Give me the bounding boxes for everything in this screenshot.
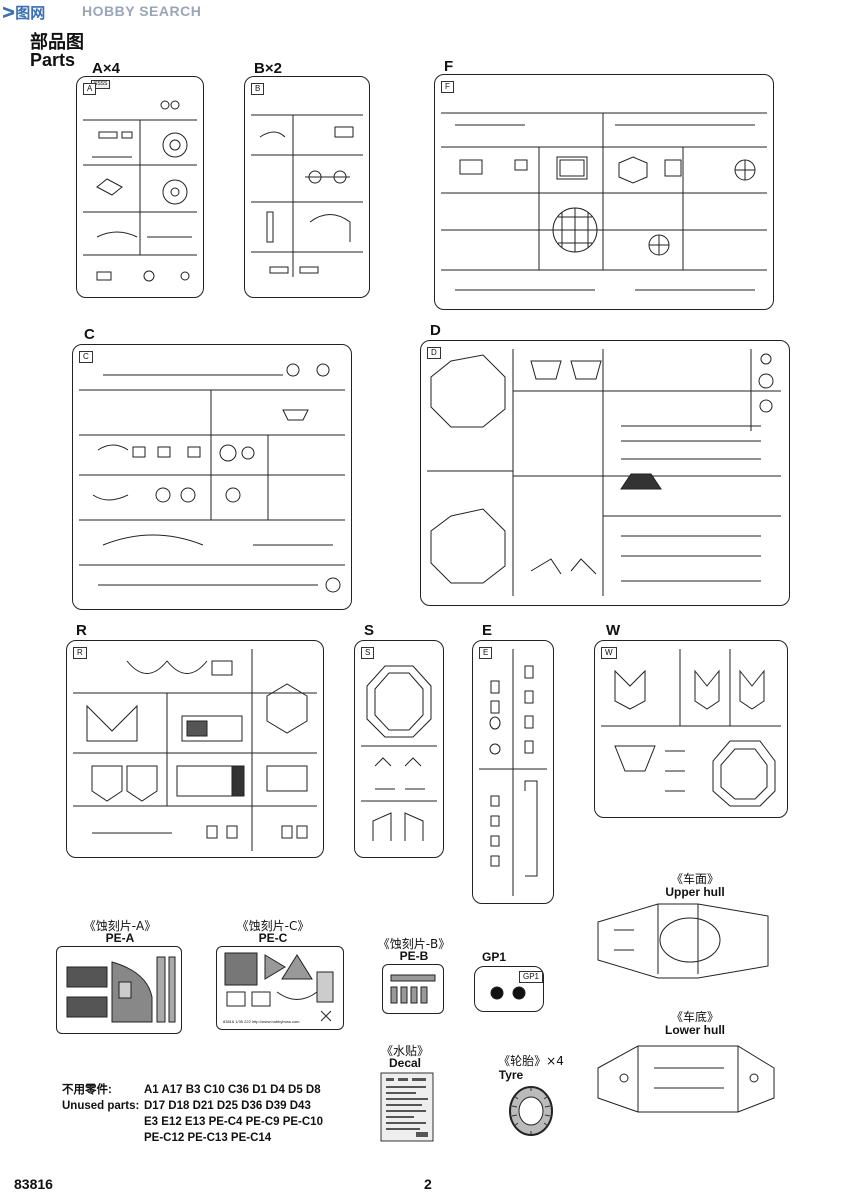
pe-c-drawing xyxy=(224,952,334,1022)
sprue-d-label: D xyxy=(430,322,441,339)
pe-a-caption-cn: 《蚀刻片-A》 xyxy=(83,919,157,933)
sprue-s-tag: S xyxy=(361,647,375,659)
gp1-sprue: GP1 xyxy=(474,966,544,1012)
sprue-w-label: W xyxy=(606,622,621,639)
sprue-e: E xyxy=(472,640,554,904)
tyre-drawing xyxy=(509,1086,553,1136)
decal-sheet-drawing xyxy=(380,1072,434,1142)
page-title-cn: 部品图 xyxy=(30,32,84,53)
pe-a-caption-en: PE-A xyxy=(105,931,135,945)
sprue-a-drawing xyxy=(83,100,197,282)
pe-c-fret: 83816 1/35 222 http://www.hobbyboss.com xyxy=(216,946,344,1030)
lower-hull-caption-cn: 《车底》 xyxy=(670,1010,719,1024)
gp1-tag: GP1 xyxy=(519,971,544,983)
sprue-f-label: F xyxy=(444,58,454,75)
decal-caption-cn: 《水贴》 xyxy=(380,1044,429,1058)
sprue-s: S xyxy=(354,640,444,858)
decal-caption-en: Decal xyxy=(388,1056,422,1070)
sprue-r-drawing xyxy=(73,649,317,851)
sprue-w-drawing xyxy=(601,649,781,807)
watermark-brand: ᐳ图网 xyxy=(2,4,46,22)
sprue-e-tag: E xyxy=(479,647,493,659)
sprue-d-tag: D xyxy=(427,347,441,359)
pe-c-caption-en: PE-C xyxy=(258,931,288,945)
sprue-c: C xyxy=(72,344,352,610)
sprue-c-drawing xyxy=(79,363,345,593)
sprue-c-label: C xyxy=(84,326,95,343)
sprue-b: B xyxy=(244,76,370,298)
pe-a-drawing xyxy=(66,956,176,1023)
unused-label-en: Unused parts: xyxy=(62,1100,140,1112)
pe-b-drawing xyxy=(390,974,436,1004)
sprue-w-tag: W xyxy=(601,647,617,659)
sprue-b-drawing xyxy=(251,114,363,277)
pe-a-fret xyxy=(56,946,182,1034)
unused-line-1: A1 A17 B3 C10 C36 D1 D4 D5 D8 xyxy=(144,1084,321,1096)
watermark-search: HOBBY SEARCH xyxy=(82,3,202,19)
sprue-r: R xyxy=(66,640,324,858)
upper-hull-drawing xyxy=(597,903,769,979)
sprue-b-label: B×2 xyxy=(254,60,282,77)
unused-line-3: E3 E12 E13 PE-C4 PE-C9 PE-C10 xyxy=(144,1116,323,1128)
unused-line-2: D17 D18 D21 D25 D36 D39 D43 xyxy=(144,1100,311,1112)
sprue-r-tag: R xyxy=(73,647,87,659)
pe-b-fret xyxy=(382,964,444,1014)
sprue-f: F xyxy=(434,74,774,310)
sprue-f-tag: F xyxy=(441,81,454,93)
upper-hull-caption-en: Upper hull xyxy=(665,885,725,899)
sprue-s-label: S xyxy=(364,622,375,639)
upper-hull-caption-cn: 《车面》 xyxy=(670,872,719,886)
sprue-e-label: E xyxy=(482,622,493,639)
pe-b-caption-cn: 《蚀刻片-B》 xyxy=(377,937,451,951)
sprue-r-label: R xyxy=(76,622,87,639)
gp1-caption: GP1 xyxy=(481,950,506,964)
lower-hull-caption-en: Lower hull xyxy=(665,1023,725,1037)
lower-hull-drawing xyxy=(597,1045,775,1113)
sprue-d-drawing xyxy=(427,349,781,596)
tyre-caption-cn: 《轮胎》×4 xyxy=(498,1054,564,1068)
sprue-e-drawing xyxy=(479,649,547,896)
page-title-en: Parts xyxy=(30,50,76,70)
sprue-b-tag: B xyxy=(251,83,265,95)
sprue-f-drawing xyxy=(441,112,767,291)
pe-c-footer-text: 83816 1/35 222 http://www.hobbyboss.com xyxy=(223,1019,300,1024)
sprue-s-drawing xyxy=(361,665,437,841)
unused-line-4: PE-C12 PE-C13 PE-C14 xyxy=(144,1132,272,1144)
pe-b-caption-en: PE-B xyxy=(399,949,429,963)
page-number: 2 xyxy=(424,1176,432,1192)
sprue-d: D xyxy=(420,340,790,606)
sprue-a-label: A×4 xyxy=(92,60,120,77)
sprue-a-tag: A xyxy=(83,83,97,95)
sprue-w: W xyxy=(594,640,788,818)
tyre-caption-en: Tyre xyxy=(498,1068,524,1082)
pe-c-caption-cn: 《蚀刻片-C》 xyxy=(236,919,310,933)
gp1-drawing xyxy=(490,986,526,1000)
product-code: 83816 xyxy=(14,1176,53,1192)
sprue-c-tag: C xyxy=(79,351,93,363)
unused-label-cn: 不用零件: xyxy=(62,1084,112,1096)
sprue-a: SSSS A xyxy=(76,76,204,298)
